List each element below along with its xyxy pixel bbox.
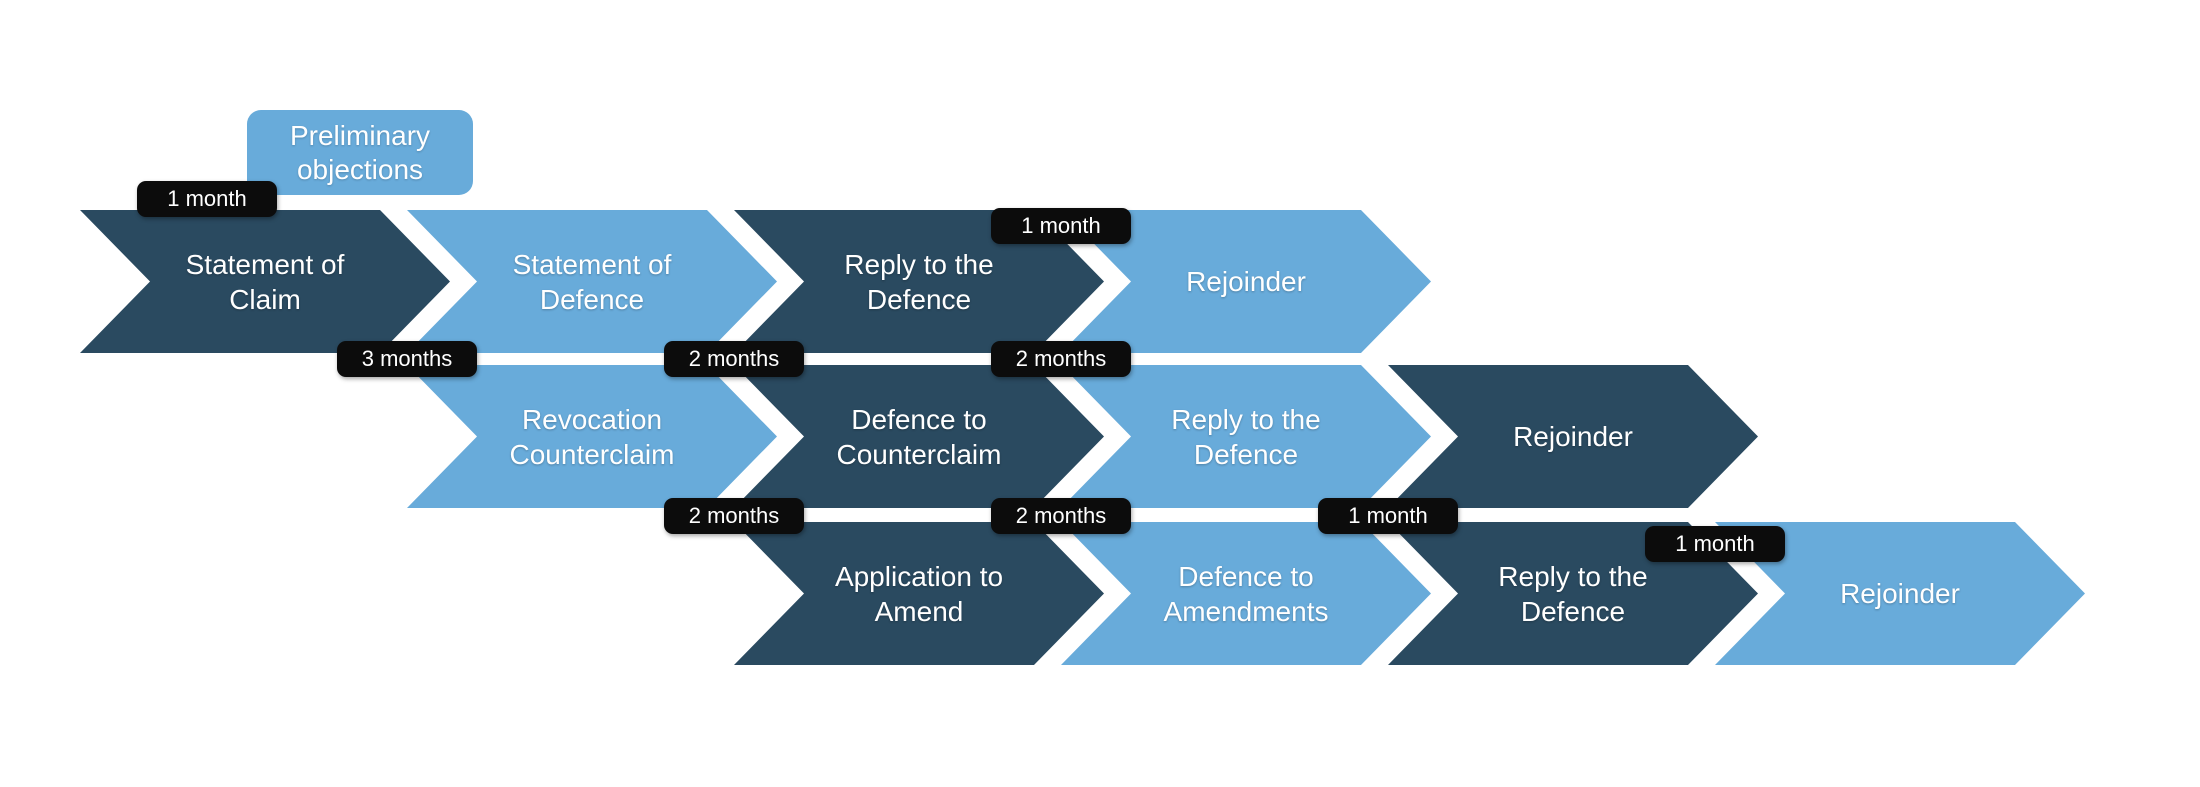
step-reply-to-the-defence-row2: Reply to the Defence: [1061, 365, 1431, 508]
duration-badge-2: 1 month: [991, 208, 1131, 244]
duration-badge-9: 1 month: [1645, 526, 1785, 562]
step-label: Rejoinder: [1186, 266, 1306, 297]
step-label: Statement of Claim: [185, 248, 345, 315]
step-label: Rejoinder: [1840, 578, 1960, 609]
duration-badge-7: 2 months: [991, 498, 1131, 534]
step-label: Reply to the Defence: [844, 248, 994, 315]
step-statement-of-defence: Statement of Defence: [407, 210, 777, 353]
step-label: Revocation Counterclaim: [509, 403, 675, 470]
preliminary-objections-callout: Preliminary objections: [247, 110, 473, 195]
step-label: Defence to Counterclaim: [836, 403, 1002, 470]
step-application-to-amend: Application to Amend: [734, 522, 1104, 665]
duration-label: 1 month: [1021, 213, 1101, 238]
duration-label: 2 months: [1015, 503, 1107, 528]
step-label: Statement of Defence: [512, 248, 672, 315]
duration-badge-1: 1 month: [137, 181, 277, 217]
duration-label: 1 month: [167, 186, 247, 211]
step-label: Defence to Amendments: [1163, 560, 1329, 627]
duration-label: 1 month: [1675, 531, 1755, 556]
step-label: Application to Amend: [834, 560, 1004, 627]
duration-label: 3 months: [361, 346, 453, 371]
duration-badge-6: 2 months: [664, 498, 804, 534]
duration-badge-4: 2 months: [664, 341, 804, 377]
step-defence-to-counterclaim: Defence to Counterclaim: [734, 365, 1104, 508]
step-statement-of-claim: Statement of Claim: [80, 210, 450, 353]
duration-label: 2 months: [1015, 346, 1107, 371]
duration-badge-3: 3 months: [337, 341, 477, 377]
step-label: Reply to the Defence: [1171, 403, 1321, 470]
step-rejoinder-row2: Rejoinder: [1388, 365, 1758, 508]
duration-label: 2 months: [688, 346, 780, 371]
duration-label: 1 month: [1348, 503, 1428, 528]
step-label: Rejoinder: [1513, 421, 1633, 452]
step-revocation-counterclaim: Revocation Counterclaim: [407, 365, 777, 508]
duration-badge-5: 2 months: [991, 341, 1131, 377]
step-defence-to-amendments: Defence to Amendments: [1061, 522, 1431, 665]
duration-badge-8: 1 month: [1318, 498, 1458, 534]
preliminary-objections-label: Preliminary objections: [289, 119, 431, 185]
duration-label: 2 months: [688, 503, 780, 528]
step-label: Reply to the Defence: [1498, 560, 1648, 627]
